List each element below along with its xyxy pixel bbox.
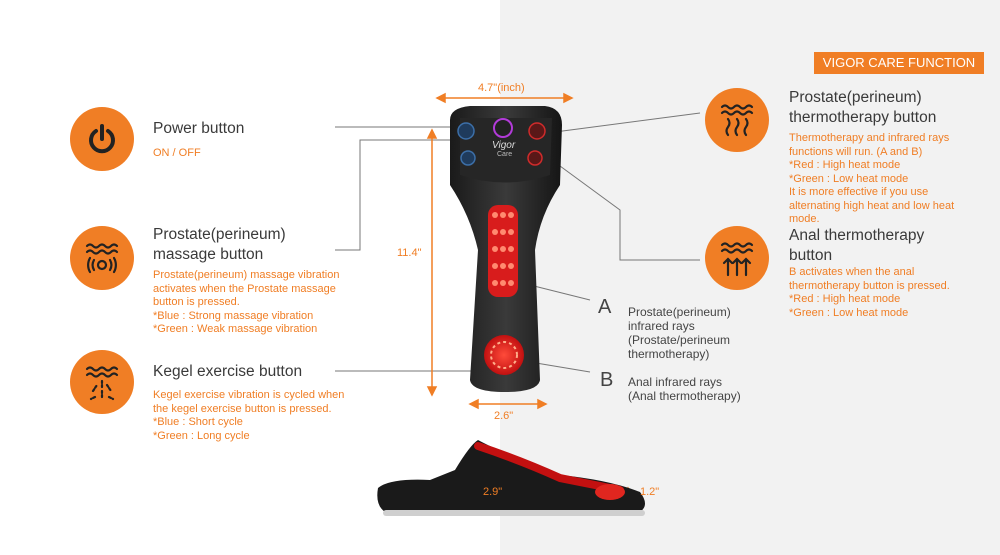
- power-button-desc: ON / OFF: [153, 147, 201, 159]
- kegel-icon: [70, 350, 134, 414]
- area-b-letter: B: [600, 369, 614, 391]
- anal-thermo-title: Anal thermotherapy button: [789, 227, 925, 264]
- dim-height: 11.4": [397, 247, 422, 259]
- prostate-thermo-title: Prostate(perineum) thermotherapy button: [789, 89, 937, 126]
- dim-side-height: 2.9": [483, 486, 503, 498]
- dim-width-top: 4.7"(inch): [478, 82, 525, 94]
- massage-button-desc: Prostate(perineum) massage vibration act…: [153, 269, 340, 335]
- dim-side-tip: 1.2": [640, 486, 660, 498]
- dim-width-bottom: 2.6": [494, 410, 514, 422]
- kegel-button-desc: Kegel exercise vibration is cycled when …: [153, 389, 345, 442]
- anal-thermo-desc: B activates when the anal thermotherapy …: [789, 266, 950, 319]
- power-icon: [70, 107, 134, 171]
- device-sub: Care: [497, 151, 513, 158]
- area-b-label: Anal infrared rays (Anal thermotherapy): [628, 375, 741, 403]
- kegel-button-title: Kegel exercise button: [153, 363, 303, 380]
- area-a-letter: A: [598, 296, 612, 318]
- vibration-icon: [70, 226, 134, 290]
- section-tag: VIGOR CARE FUNCTION: [814, 52, 984, 74]
- heat-arrows-icon: [705, 226, 769, 290]
- power-button-title: Power button: [153, 120, 245, 137]
- massage-button-title: Prostate(perineum) massage button: [153, 226, 286, 263]
- area-a-label: Prostate(perineum) infrared rays (Prosta…: [628, 305, 731, 361]
- device-brand: Vigor: [492, 140, 516, 151]
- prostate-thermo-desc: Thermotherapy and infrared rays function…: [789, 132, 955, 225]
- heat-waves-icon: [705, 88, 769, 152]
